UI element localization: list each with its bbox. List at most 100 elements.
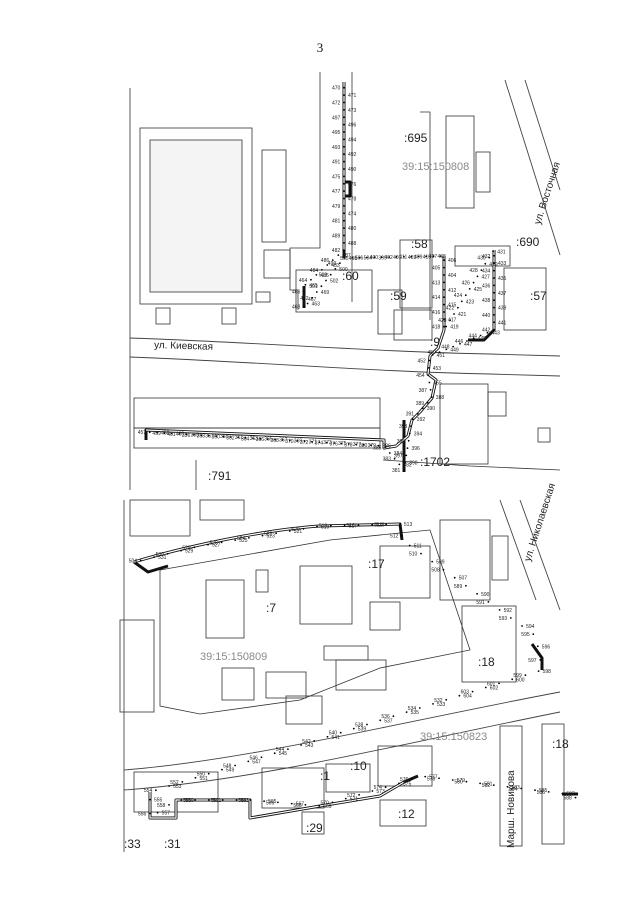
point-label: 555 [154,798,163,804]
survey-point [343,219,345,222]
survey-point [343,227,345,230]
point-label: 517 [349,523,358,529]
survey-point [248,537,250,539]
point-label: 563 [241,798,250,804]
point-label: 430 [477,256,486,262]
point-label: 427 [482,274,491,280]
survey-point [168,785,171,787]
survey-point [366,723,368,726]
survey-point [536,645,539,648]
survey-point [426,401,429,404]
survey-point [221,768,223,771]
point-label: 422 [446,306,455,312]
street-label: Марш. Новикова [506,770,517,848]
point-label: 500 [339,267,348,273]
point-label: 560 [183,798,192,804]
survey-point [493,277,495,279]
point-label: 406 [448,258,457,264]
parcel-label: :57 [530,289,547,303]
survey-point [229,436,232,438]
survey-point [384,446,386,449]
point-label: 376 [330,442,339,448]
point-label: 369 [294,439,303,445]
point-label: 561 [213,798,222,804]
cadastral-block-label: 39:15:150823 [420,731,487,743]
survey-point [379,719,382,722]
survey-point [311,296,314,299]
cadastral-block-label: 39:15:150808 [402,161,469,173]
survey-point [443,274,445,276]
point-label: 424 [454,293,463,299]
parcel-label: :7 [266,601,276,615]
survey-point [303,298,305,300]
point-label: 405 [432,266,441,272]
survey-point [418,707,421,709]
point-label: 514 [374,522,383,528]
point-label: 449 [450,347,459,353]
survey-point [411,418,414,421]
point-label: 553 [173,784,182,790]
survey-point [178,433,181,435]
point-label: 414 [432,295,441,301]
survey-point [343,175,345,178]
survey-point [493,291,495,294]
point-label: 507 [459,576,468,582]
point-label: 379 [368,443,377,449]
survey-point [333,442,335,444]
point-label: 402 [385,255,394,261]
survey-point [274,438,276,441]
survey-point [303,440,306,443]
survey-point [384,786,387,789]
point-label: 556 [138,811,147,817]
survey-point [168,804,170,806]
point-label: 492 [348,152,357,158]
point-label: 363 [250,436,259,442]
survey-point [315,274,318,276]
point-label: 360 [212,435,221,441]
point-label: 474 [348,211,357,217]
survey-point [310,278,312,281]
point-label: 551 [200,776,209,782]
point-label: 486 [321,258,330,264]
survey-point [443,303,445,306]
parcel-label: :17 [368,557,385,571]
survey-point [252,437,254,440]
point-label: 393 [399,424,408,430]
survey-point [408,432,411,435]
point-label: 362 [226,435,235,441]
survey-point [343,205,345,207]
point-label: 596 [542,644,551,650]
survey-point [438,351,441,353]
point-label: 585 [539,788,548,794]
point-label: 450 [428,350,437,356]
parcel-label: :10 [350,759,367,773]
survey-point [303,305,305,308]
survey-point [222,435,225,438]
point-label: 570 [321,800,330,806]
point-label: 389 [416,401,425,407]
survey-point [320,269,323,271]
survey-point [343,212,345,215]
point-label: 584 [509,787,518,793]
point-label: 576 [400,777,409,783]
point-label: 494 [348,137,357,143]
survey-point [511,678,514,681]
survey-point [458,694,461,697]
point-label: 435 [498,276,507,282]
point-label: 549 [226,768,235,774]
survey-point [352,727,355,730]
survey-point [406,447,409,449]
survey-point [343,234,345,237]
point-label: 550 [197,772,206,778]
point-label: 559 [185,798,194,804]
survey-point [325,441,328,444]
survey-point [425,255,427,258]
point-label: 359 [220,434,229,440]
survey-point [304,283,307,286]
point-label: 372 [300,440,309,446]
point-label: 582 [482,783,491,789]
survey-point [479,334,482,337]
point-label: 370 [285,439,294,445]
survey-point [277,801,279,804]
